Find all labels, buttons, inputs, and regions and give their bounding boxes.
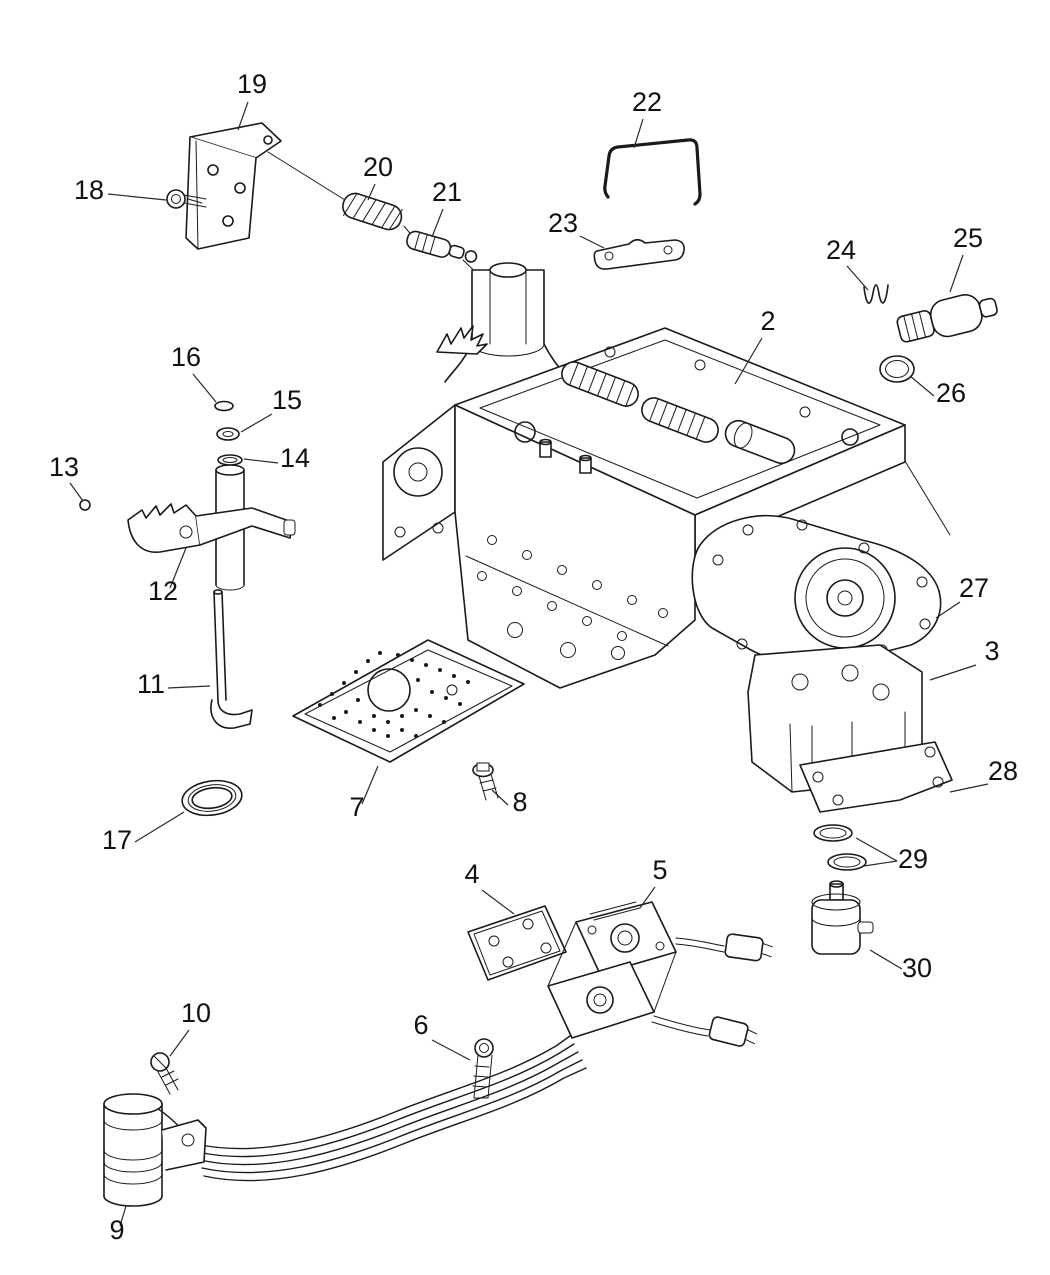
part-seal-15 <box>216 427 240 441</box>
callout-30: 30 <box>902 953 932 983</box>
callout-7: 7 <box>349 792 364 822</box>
leader-line <box>481 889 515 915</box>
leader-line <box>431 208 444 238</box>
callout-21: 21 <box>432 177 462 207</box>
callout-6: 6 <box>413 1010 428 1040</box>
leader-line <box>69 482 84 502</box>
leader-line <box>431 1039 471 1061</box>
leader-line <box>134 811 185 843</box>
part-seal-ring-17 <box>181 779 243 817</box>
wiring-harness <box>149 1035 587 1182</box>
leader-line <box>169 547 187 589</box>
callout-2: 2 <box>760 306 775 336</box>
part-accumulator-housing-3 <box>747 644 923 793</box>
part-washer-16 <box>214 400 234 412</box>
callout-10: 10 <box>181 998 211 1028</box>
callout-19: 19 <box>237 69 267 99</box>
leader-line <box>169 1029 190 1057</box>
part-separator-plate-7 <box>292 639 525 763</box>
callout-20: 20 <box>363 152 393 182</box>
callout-11: 11 <box>137 669 165 699</box>
part-o-ring-26 <box>879 355 915 383</box>
part-rod-11 <box>210 589 253 729</box>
leader-line <box>579 235 605 249</box>
leader-line <box>192 373 217 403</box>
callout-24: 24 <box>826 235 856 265</box>
callout-23: 23 <box>548 208 578 238</box>
leader-line <box>929 664 977 681</box>
leader-line <box>909 375 935 397</box>
part-bolt-6 <box>472 1038 494 1099</box>
part-mounting-bracket <box>185 122 282 250</box>
leader-line <box>107 193 167 201</box>
leader-line <box>367 183 376 201</box>
leader-line <box>855 837 898 862</box>
callout-5: 5 <box>652 855 667 885</box>
part-ball-13 <box>79 499 91 511</box>
callout-26: 26 <box>936 378 966 408</box>
leader-line <box>633 118 644 149</box>
part-solenoid-30 <box>811 880 874 955</box>
leader-line <box>935 601 961 619</box>
part-valve-21 <box>406 230 478 263</box>
part-screw-18 <box>166 189 207 209</box>
plate-holes <box>318 651 470 738</box>
leader-line <box>491 789 509 806</box>
leader-line <box>863 860 898 867</box>
part-ring-14 <box>217 454 243 466</box>
callout-28: 28 <box>988 756 1018 786</box>
leader-line <box>240 413 273 433</box>
callout-3: 3 <box>984 636 999 666</box>
callout-18: 18 <box>74 175 104 205</box>
part-retainer-plate-23 <box>593 238 685 270</box>
callout-4: 4 <box>464 859 479 889</box>
leader-line <box>869 949 903 970</box>
part-manual-lever-12 <box>127 464 296 591</box>
part-bolt-8 <box>472 762 499 801</box>
part-wire-retainer-22 <box>603 138 702 206</box>
leader-line <box>949 783 989 793</box>
leader-line <box>949 254 964 293</box>
leader-line <box>119 1205 127 1227</box>
callout-layer: 19 18 20 21 22 23 24 25 26 2 16 15 14 13 12 11 17 7 8 27 3 28… <box>49 69 1018 1245</box>
part-plate-4 <box>467 905 567 981</box>
callout-22: 22 <box>632 87 662 117</box>
callout-15: 15 <box>272 385 302 415</box>
callout-12: 12 <box>148 576 178 606</box>
part-accumulator-piston-25 <box>896 294 998 343</box>
callout-8: 8 <box>512 787 527 817</box>
part-spring-20 <box>342 192 403 231</box>
leader-line <box>167 685 211 689</box>
part-plate-28 <box>799 741 953 813</box>
part-transfer-plate-27 <box>691 514 942 666</box>
part-filter-solenoid-9 <box>103 1093 207 1207</box>
leader-line <box>846 265 869 291</box>
part-seals-29 <box>813 824 867 871</box>
leader-line <box>237 101 249 131</box>
callout-25: 25 <box>953 223 983 253</box>
callout-13: 13 <box>49 452 79 482</box>
leader-line <box>361 765 379 805</box>
callout-14: 14 <box>280 443 310 473</box>
callout-16: 16 <box>171 342 201 372</box>
callout-17: 17 <box>102 825 132 855</box>
leader-line <box>243 458 279 464</box>
part-screw-10 <box>150 1052 179 1095</box>
leader-line <box>639 886 656 909</box>
part-clip-24 <box>863 284 889 304</box>
callout-29: 29 <box>898 844 928 874</box>
callout-27: 27 <box>959 573 989 603</box>
part-solenoid-assembly-5 <box>547 901 773 1047</box>
leader-line <box>734 337 763 385</box>
callout-9: 9 <box>109 1215 124 1245</box>
